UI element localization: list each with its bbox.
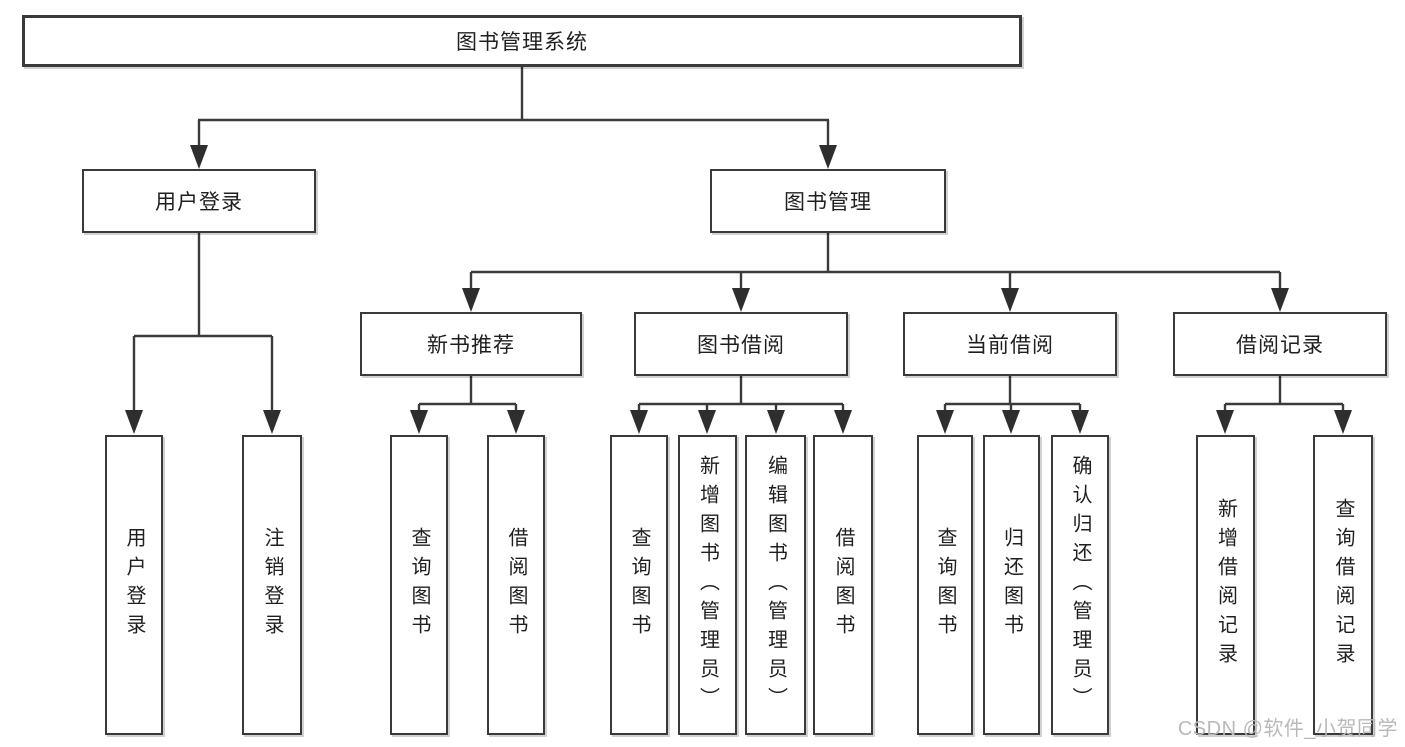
connector-borrow-records-children bbox=[1216, 376, 1352, 434]
leaf-confirm-return-admin: 确认归还（管理员） bbox=[1051, 435, 1109, 735]
leaf-query-books-current: 查询图书 bbox=[917, 435, 973, 735]
leaf-query-borrow-record: 查询借阅记录 bbox=[1313, 435, 1373, 735]
leaf-logout: 注销登录 bbox=[242, 435, 302, 735]
leaf-return-book: 归还图书 bbox=[983, 435, 1040, 735]
connector-new-book-recommend-children bbox=[410, 376, 525, 434]
node-book-borrow: 图书借阅 bbox=[634, 312, 848, 376]
leaf-user-login: 用户登录 bbox=[105, 435, 163, 735]
connector-current-borrow-children bbox=[936, 376, 1089, 434]
leaf-query-books-borrow: 查询图书 bbox=[610, 435, 668, 735]
leaf-edit-book-admin: 编辑图书（管理员） bbox=[745, 435, 806, 735]
connector-root-to-level2 bbox=[190, 67, 837, 169]
leaf-borrow-books-recommend: 借阅图书 bbox=[487, 435, 545, 735]
watermark-text: CSDN @软件_小贺同学 bbox=[1177, 718, 1398, 740]
leaf-add-book-admin: 新增图书（管理员） bbox=[678, 435, 737, 735]
connector-book-borrow-children bbox=[630, 376, 852, 434]
node-new-book-recommend: 新书推荐 bbox=[360, 312, 582, 376]
connector-user-login-children bbox=[125, 233, 281, 434]
node-book-management: 图书管理 bbox=[710, 169, 946, 233]
connector-book-management-children bbox=[462, 233, 1289, 312]
leaf-borrow-books: 借阅图书 bbox=[813, 435, 873, 735]
node-current-borrow: 当前借阅 bbox=[903, 312, 1117, 376]
node-book-management-system: 图书管理系统 bbox=[22, 15, 1022, 67]
node-user-login: 用户登录 bbox=[82, 169, 316, 233]
node-borrow-records: 借阅记录 bbox=[1173, 312, 1387, 376]
leaf-query-books-recommend: 查询图书 bbox=[390, 435, 448, 735]
leaf-add-borrow-record: 新增借阅记录 bbox=[1196, 435, 1255, 735]
